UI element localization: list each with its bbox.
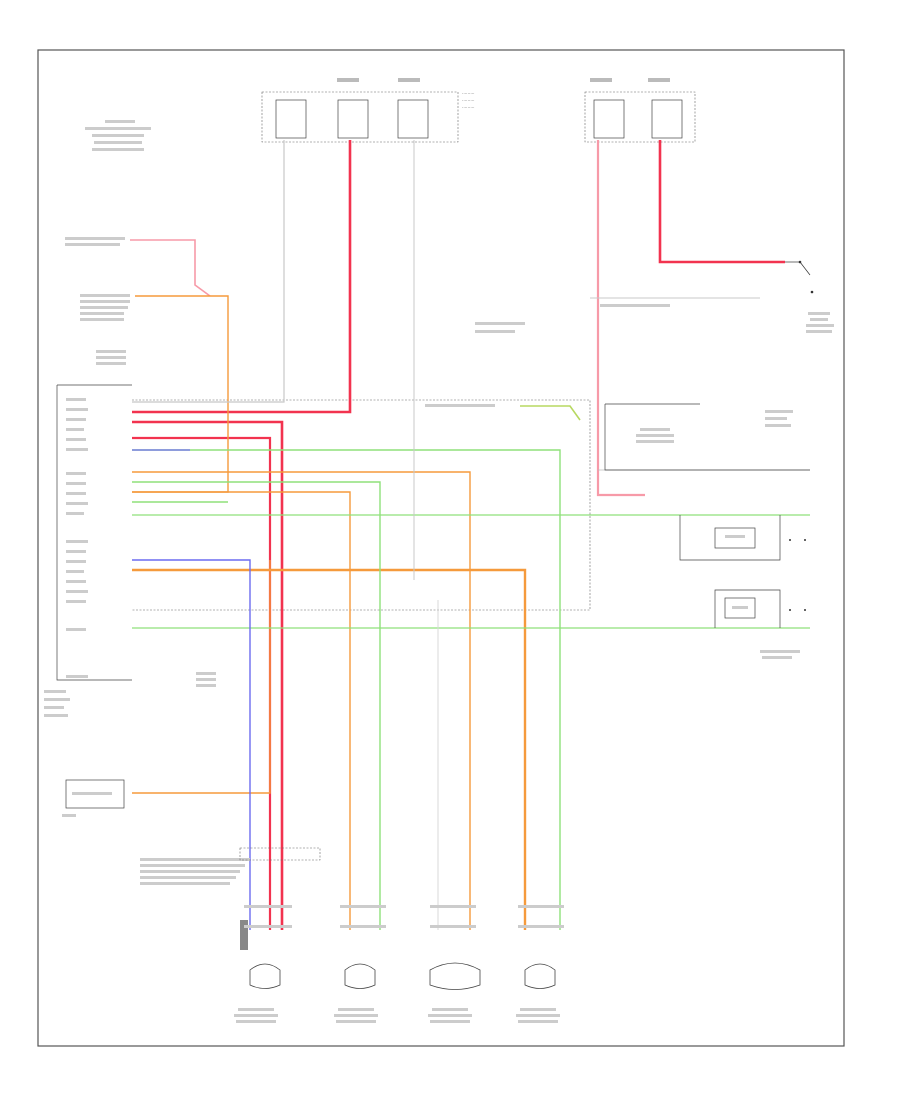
green-yellow-wire bbox=[520, 405, 581, 421]
red-power-wire-1 bbox=[132, 140, 352, 414]
orange-wire-4 bbox=[132, 568, 527, 930]
blue-wire bbox=[132, 559, 251, 930]
wire-color-labels bbox=[65, 237, 800, 687]
orange-wire-2 bbox=[132, 471, 471, 930]
red-brake-switch-wire bbox=[658, 140, 785, 264]
abs-control-module bbox=[56, 384, 591, 681]
wheel-speed-sensor-rr bbox=[516, 963, 560, 1023]
svg-text:·········: ········· bbox=[462, 98, 475, 103]
svg-text:·········: ········· bbox=[462, 105, 475, 110]
green-wire-2 bbox=[132, 481, 381, 930]
module-pin-labels bbox=[44, 398, 88, 717]
fuse-box-center: ········· ········· ········· bbox=[261, 78, 475, 143]
wheel-speed-sensor-lf bbox=[234, 920, 281, 1023]
valve-relay bbox=[714, 589, 806, 628]
pink-wire bbox=[130, 239, 211, 297]
green-wire-1 bbox=[132, 449, 561, 930]
red-power-wire-2 bbox=[132, 420, 284, 930]
wheel-speed-sensor-lr bbox=[428, 962, 481, 1023]
diagram-frame bbox=[37, 49, 845, 1047]
orange-wire-3 bbox=[132, 491, 351, 930]
sensor-connectors bbox=[244, 905, 564, 928]
orange-wire-5 bbox=[132, 560, 271, 794]
svg-text:·········: ········· bbox=[462, 91, 475, 96]
wheel-speed-sensor-rf bbox=[334, 963, 378, 1023]
fuse-box-right bbox=[584, 78, 696, 143]
pump-motor-relay bbox=[679, 515, 806, 561]
gray-wire-1 bbox=[132, 140, 285, 403]
lower-junction-labels bbox=[140, 847, 321, 885]
relay-box-right bbox=[604, 403, 810, 471]
data-link-connector bbox=[62, 779, 125, 817]
red-right-vertical-wire bbox=[596, 140, 645, 497]
orange-wire-1 bbox=[132, 295, 229, 493]
brake-switch bbox=[785, 260, 834, 333]
title-block bbox=[85, 120, 151, 151]
